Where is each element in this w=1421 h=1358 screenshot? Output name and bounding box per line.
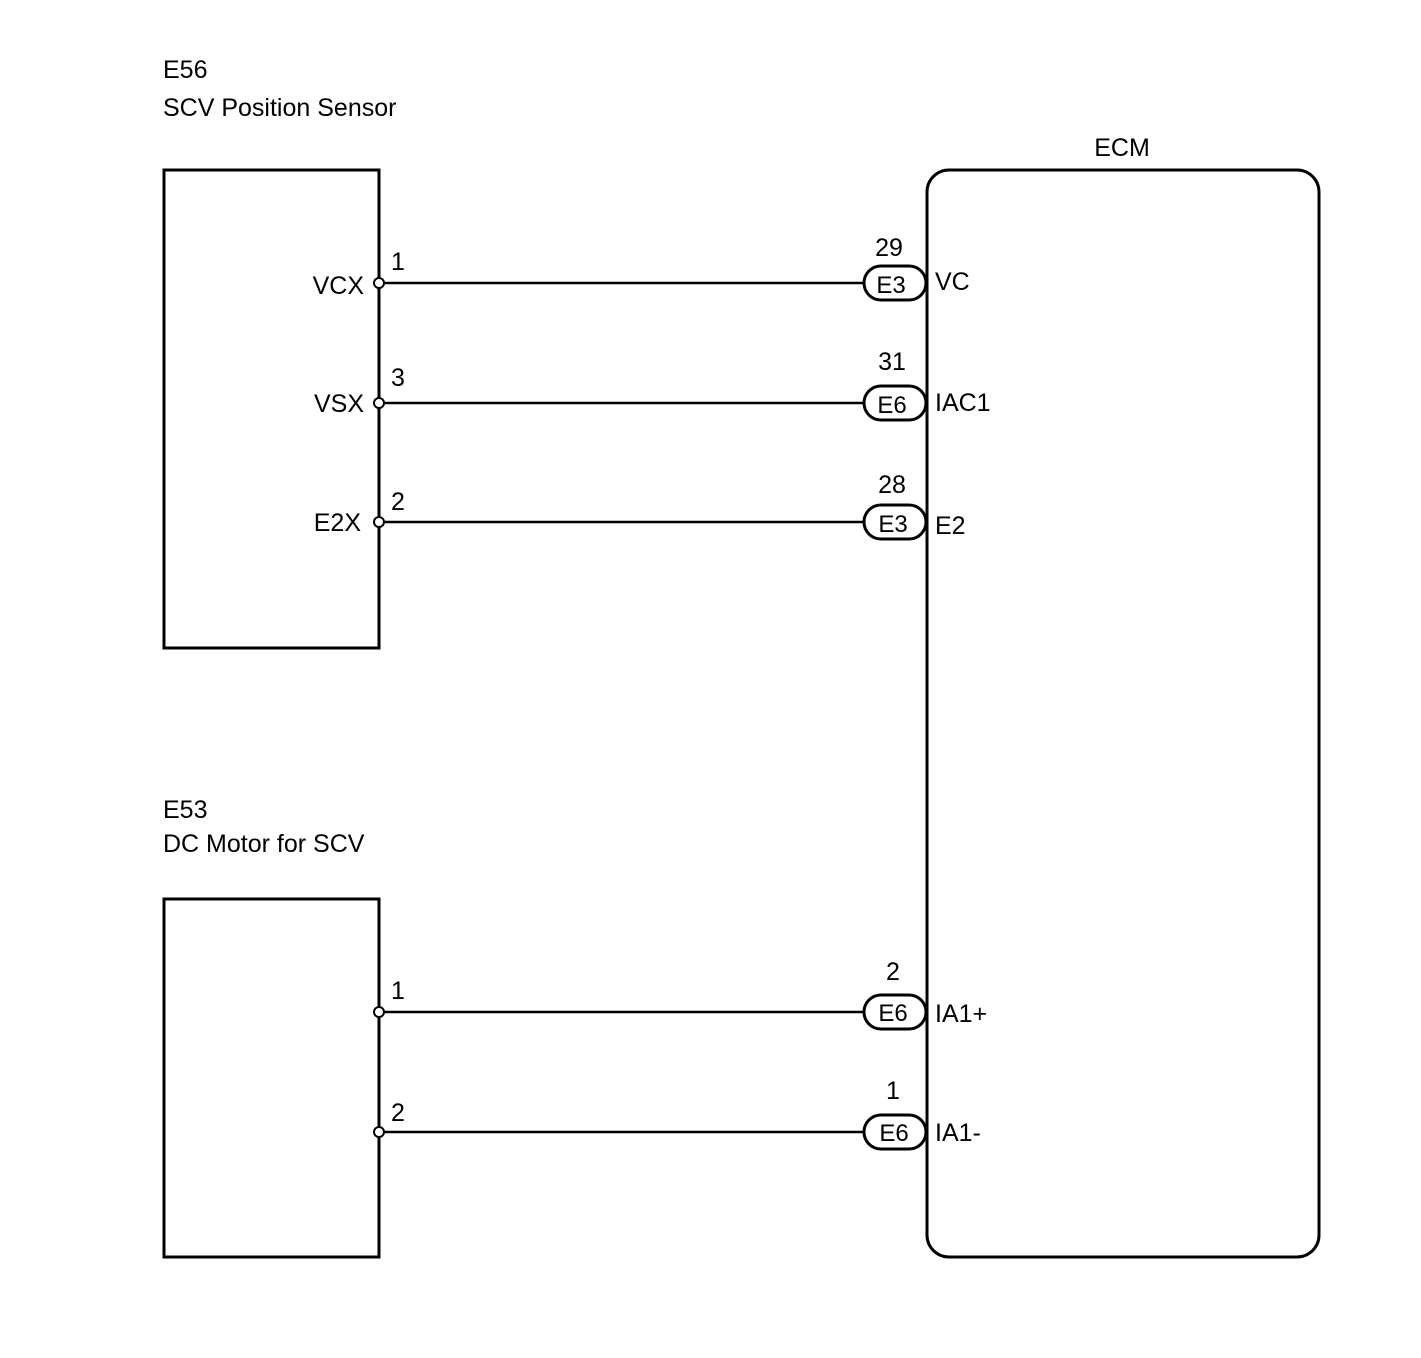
wire-vcx-vc: VCX 1 E3 29 VC [313,234,970,302]
ecm-terminal-label: IA1- [935,1119,981,1147]
sensor-pin-number: 1 [391,248,405,276]
ecm-box [925,168,1321,1259]
ecm-pin-number: 31 [878,348,906,376]
ecm-terminal-label: IAC1 [935,389,991,417]
ecm-title: ECM [1094,134,1150,162]
connector-pill [862,993,928,1031]
motor-pin-number: 1 [391,977,405,1005]
sensor-pin-number: 2 [391,488,405,516]
sensor-pin-label: E2X [314,509,362,537]
sensor-pin-label: VCX [313,272,365,300]
connector-pill [862,1113,928,1151]
ecm-pin-number: 1 [886,1077,900,1105]
motor-box [162,897,381,1259]
terminal-dot [373,516,385,528]
wire-e2x-e2: E2X 2 E3 28 E2 [314,471,966,541]
connector-code: E6 [878,1000,907,1027]
ecm-pin-number: 28 [878,471,906,499]
terminal-dot [373,397,385,409]
terminal-dot [373,1006,385,1018]
connector-pill [862,503,928,541]
wire-motor1-ia1plus: 1 E6 2 IA1+ [373,958,987,1031]
sensor-pin-label: VSX [314,390,364,418]
ecm-terminal-label: IA1+ [935,1000,987,1028]
motor-pin-number: 2 [391,1099,405,1127]
terminal-dot [373,1126,385,1138]
terminal-dot [373,277,385,289]
connector-code: E3 [878,511,907,538]
connector-code: E3 [876,272,905,299]
connector-code: E6 [879,1120,908,1147]
sensor-code: E56 [163,56,207,84]
connector-pill [862,264,928,302]
sensor-name: SCV Position Sensor [163,94,396,122]
ecm-terminal-label: VC [935,268,970,296]
motor-name: DC Motor for SCV [163,830,365,858]
wire-vsx-iac1: VSX 3 E6 31 IAC1 [314,348,991,422]
connector-code: E6 [877,392,906,419]
ecm-pin-number: 2 [886,958,900,986]
connector-pill [862,384,928,422]
sensor-pin-number: 3 [391,364,405,392]
motor-code: E53 [163,796,207,824]
ecm-pin-number: 29 [875,234,903,262]
wire-motor2-ia1minus: 2 E6 1 IA1- [373,1077,981,1151]
ecm-terminal-label: E2 [935,512,966,540]
